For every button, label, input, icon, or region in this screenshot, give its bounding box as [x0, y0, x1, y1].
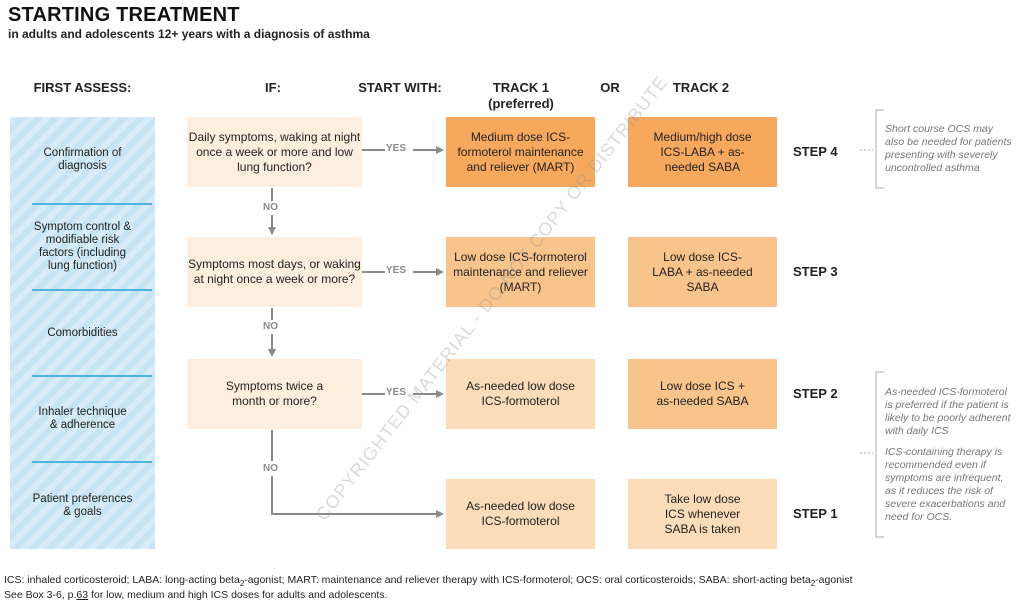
footnote-abbrev-text: -agonist: [815, 574, 853, 586]
step-4-label: STEP 4: [793, 144, 838, 159]
assess-item: Confirmation of diagnosis: [43, 147, 122, 172]
track2-step1-box: Take low dose ICS whenever SABA is taken: [628, 479, 777, 549]
header-track1-label: TRACK 1: [492, 80, 550, 95]
no-arrow-3: [271, 476, 444, 518]
track2-step2-box: Low dose ICS + as-needed SABA: [628, 359, 777, 429]
subscript-2: 2: [239, 579, 245, 589]
assess-divider: [32, 203, 152, 205]
assess-item: Comorbidities: [47, 326, 118, 339]
note-bracket-step2: [875, 371, 884, 538]
yes-label: YES: [386, 143, 407, 154]
subscript-2: 2: [810, 579, 816, 589]
header-track1-preferred: (preferred): [488, 96, 554, 111]
footnote-abbrev-text: -agonist; MART: maintenance and reliever…: [244, 574, 811, 586]
track1-step2-box: As-needed low dose ICS-formoterol: [446, 359, 595, 429]
condition-step3: Symptoms most days, or waking at night o…: [187, 237, 362, 307]
step-3-label: STEP 3: [793, 264, 838, 279]
footnote-abbrev-text: ICS: inhaled corticosteroid; LABA: long-…: [4, 574, 240, 586]
no-label: NO: [263, 202, 278, 213]
track1-step1-box: As-needed low dose ICS-formoterol: [446, 479, 595, 549]
header-track1: TRACK 1 (preferred): [460, 80, 582, 112]
track1-step3-box: Low dose ICS-formoterol maintenance and …: [446, 237, 595, 307]
header-first-assess: FIRST ASSESS:: [33, 80, 132, 95]
yes-label: YES: [386, 265, 407, 276]
no-label: NO: [263, 321, 278, 332]
assess-divider: [32, 461, 152, 463]
track1-step4-box: Medium dose ICS-formoterol maintenance a…: [446, 117, 595, 187]
header-track2: TRACK 2: [672, 80, 730, 95]
page-title: STARTING TREATMENT: [8, 4, 240, 26]
assess-divider: [32, 289, 152, 291]
step-2-label: STEP 2: [793, 386, 838, 401]
yes-label: YES: [386, 387, 407, 398]
footnote-box-reference: See Box 3-6, p.63 for low, medium and hi…: [4, 589, 388, 601]
note-bracket-step4: [875, 109, 884, 189]
page-subtitle: in adults and adolescents 12+ years with…: [8, 27, 370, 41]
track2-step3-box: Low dose ICS-LABA + as-needed SABA: [628, 237, 777, 307]
footnote-ref-text: See Box 3-6, p.: [4, 589, 77, 601]
condition-step2: Symptoms twice a month or more?: [187, 359, 362, 429]
step-1-label: STEP 1: [793, 506, 838, 521]
footnote-ref-text: for low, medium and high ICS doses for a…: [88, 589, 388, 601]
page-63-link[interactable]: 63: [76, 589, 89, 601]
no-label: NO: [263, 463, 278, 474]
assess-item: Patient preferences & goals: [32, 493, 133, 518]
track2-step4-box: Medium/high dose ICS-LABA + as-needed SA…: [628, 117, 777, 187]
assess-item: Inhaler technique & adherence: [38, 406, 127, 431]
header-if: IF:: [265, 80, 281, 95]
note-step2-adherence: As-needed ICS-formoterol is preferred if…: [885, 386, 1011, 437]
condition-step4: Daily symptoms, waking at night once a w…: [187, 117, 362, 187]
header-start-with: START WITH:: [358, 80, 442, 95]
first-assess-panel: Confirmation of diagnosis Symptom contro…: [10, 117, 155, 549]
assess-item: Symptom control & modifiable risk factor…: [33, 221, 132, 272]
header-or: OR: [600, 80, 620, 95]
assess-divider: [32, 375, 152, 377]
note-step2-ics: ICS-containing therapy is recommended ev…: [885, 446, 1006, 523]
footnote-abbreviations: ICS: inhaled corticosteroid; LABA: long-…: [4, 574, 853, 588]
note-step4: Short course OCS may also be needed for …: [885, 123, 1012, 174]
